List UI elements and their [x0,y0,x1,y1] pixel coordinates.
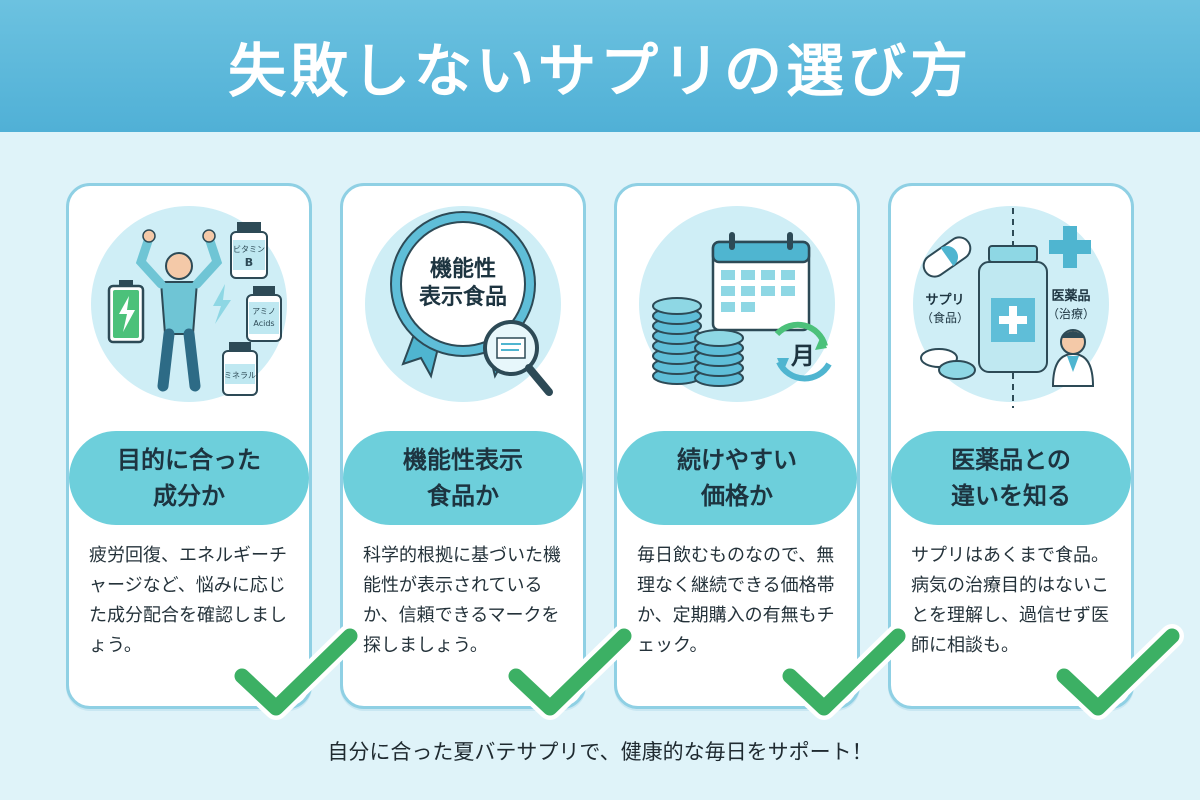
svg-text:月: 月 [790,342,815,370]
capsule-icon [922,236,972,278]
vitamin-bottle-icon: ビタミン B [230,222,268,279]
functional-food-illustration: 機能性 表示食品 [390,211,553,396]
refresh-cycle-icon: 月 [774,321,832,382]
price-illustration: 月 [652,232,832,387]
footer-message: 自分に合った夏バテサプリで、健康的な毎日をサポート！ [327,740,873,764]
svg-text:アミノ: アミノ [252,307,276,316]
card-description: 毎日飲むものなので、無理なく継続できる価格帯か、定期購入の有無もチェック。 [637,545,835,656]
card-heading-pill: 続けやすい 価格か [617,431,857,525]
battery-icon [107,280,145,344]
card-price: 月 続けやすい 価格か 毎日飲むものなので、無理なく継続できる価格帯か、定期購入… [614,183,860,709]
ingredients-illustration: ビタミン B アミノ Acids ミネラル [107,222,282,396]
coin-stack-icon [652,297,744,387]
card-heading: 機能性表示 食品か [403,446,523,510]
card-ingredients: ビタミン B アミノ Acids ミネラル 目的に合った 成分か 疲労回復、エネ… [66,183,312,709]
card-heading-pill: 医薬品との 違いを知る [891,431,1131,525]
svg-text:B: B [245,256,253,269]
svg-text:サプリ: サプリ [925,293,964,308]
checkmark-icon [232,624,362,720]
mineral-bottle-icon: ミネラル [222,342,258,396]
svg-text:（治療）: （治療） [1047,307,1095,321]
page-title: 失敗しないサプリの選び方 [227,37,972,105]
lightning-icon [213,284,231,324]
svg-text:ミネラル: ミネラル [224,371,256,380]
checkmark-icon [506,624,636,720]
medicine-difference-illustration: サプリ （食品） 医薬品 （治療） [920,208,1095,408]
card-heading: 目的に合った 成分か [117,446,261,510]
card-description: 科学的根拠に基づいた機能性が表示されているか、信頼できるマークを探しましょう。 [363,545,561,656]
card-functional-food: 機能性 表示食品 機能性表示 食品か 科学的根拠に基づいた機能性が表示されている… [340,183,586,709]
doctor-icon [1051,329,1095,387]
medical-cross-icon [1049,226,1091,268]
header-banner: 失敗しないサプリの選び方 [0,0,1200,132]
svg-text:表示食品: 表示食品 [419,284,507,310]
amino-bottle-icon: アミノ Acids [246,286,282,342]
card-description: 疲労回復、エネルギーチャージなど、悩みに応じた成分配合を確認しましょう。 [89,545,287,656]
card-heading: 医薬品との 違いを知る [951,446,1071,510]
card-heading: 続けやすい 価格か [677,446,797,510]
tablet-icon [920,348,976,380]
calendar-icon [711,232,811,332]
svg-text:機能性: 機能性 [430,256,496,282]
medicine-bottle-icon [978,245,1048,373]
person-flexing-icon [135,229,223,392]
svg-text:（食品）: （食品） [921,310,969,325]
card-heading-pill: 目的に合った 成分か [69,431,309,525]
card-medicine-difference: サプリ （食品） 医薬品 （治療） 医薬品との 違いを知る サプリはあ [888,183,1134,709]
svg-text:ビタミン: ビタミン [233,245,265,254]
svg-text:Acids: Acids [253,319,274,328]
checkmark-icon [780,624,910,720]
card-description: サプリはあくまで食品。病気の治療目的はないことを理解し、過信せず医師に相談も。 [911,545,1109,656]
checkmark-icon [1054,624,1184,720]
svg-text:医薬品: 医薬品 [1051,288,1090,304]
card-heading-pill: 機能性表示 食品か [343,431,583,525]
magnifier-icon [483,320,553,396]
